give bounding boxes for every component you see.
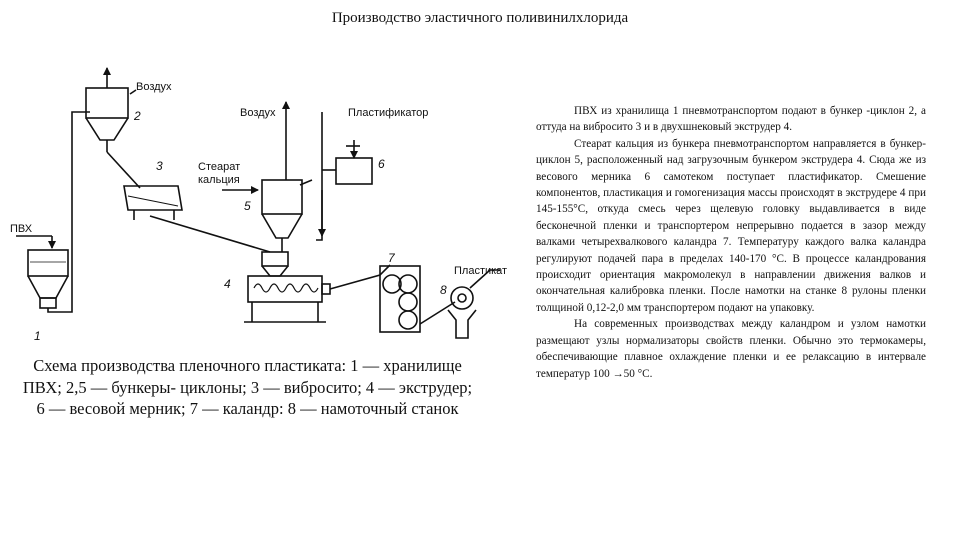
cyclone-hopper-5 [261, 179, 313, 252]
label-air-2: Воздух [240, 107, 276, 119]
extruder [244, 251, 331, 323]
description-paragraph-1: ПВХ из хранилища 1 пневмотранспортом под… [536, 105, 926, 134]
number-8: 8 [440, 283, 447, 297]
label-pvc: ПВХ [10, 223, 33, 235]
number-5: 5 [244, 199, 251, 213]
process-flow-diagram: ПВХ Воздух Воздух Стеарат кальция Пласти… [0, 40, 540, 343]
calender [379, 265, 421, 333]
pvc-storage-hopper [27, 249, 69, 309]
vibrating-sieve [123, 185, 183, 220]
number-3: 3 [156, 159, 163, 173]
winding-machine [447, 286, 477, 339]
label-plasticizer: Пластификатор [348, 107, 428, 119]
weighing-measurer [335, 140, 373, 185]
label-plasticate: Пластикат [454, 265, 507, 277]
label-stearate-1: Стеарат [198, 161, 240, 173]
number-2: 2 [133, 109, 141, 123]
number-4: 4 [224, 277, 231, 291]
page-title: Производство эластичного поливинилхлорид… [331, 10, 629, 26]
cyclone-hopper-2 [85, 87, 129, 152]
label-air-1: Воздух [136, 81, 172, 93]
diagram-caption: Схема производства пленочного пластиката… [22, 356, 473, 418]
process-description: ПВХ из хранилища 1 пневмотранспортом под… [536, 103, 926, 382]
description-paragraph-2: Стеарат кальция из бункера пневмотранспо… [536, 137, 926, 314]
label-stearate-2: кальция [198, 174, 240, 186]
number-7: 7 [388, 251, 396, 265]
description-paragraph-3: На современных производствах между калан… [536, 318, 926, 380]
number-6: 6 [378, 157, 385, 171]
number-1: 1 [34, 329, 41, 340]
